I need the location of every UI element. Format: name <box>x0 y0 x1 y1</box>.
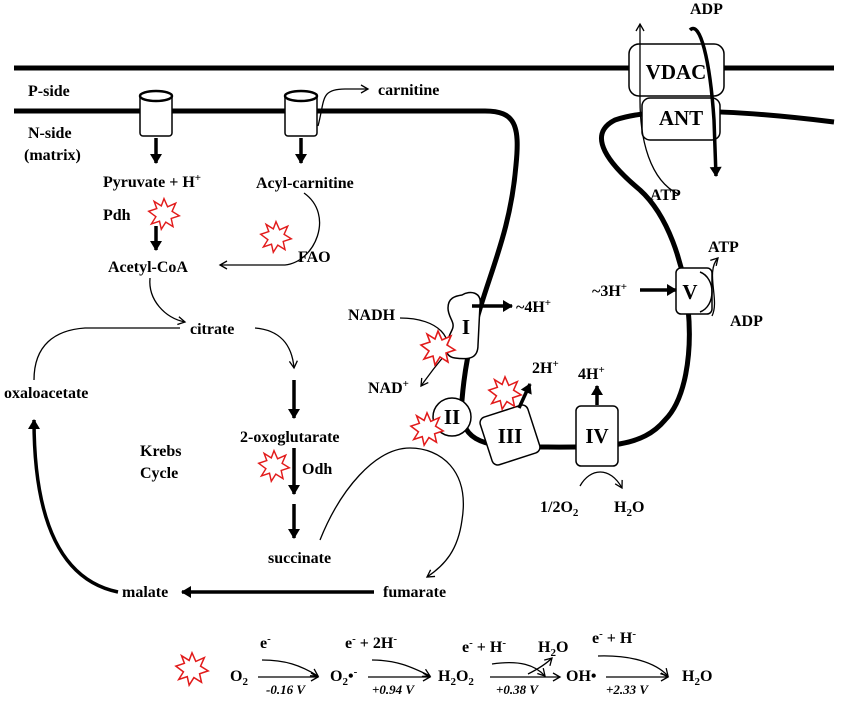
ros-superoxide: O2•- <box>330 666 358 688</box>
ros-v3: +0.38 V <box>496 682 539 697</box>
atp-v-label: ATP <box>708 239 739 256</box>
fao-ros-burst-icon <box>259 220 293 254</box>
inner-membrane <box>14 108 835 450</box>
ros-h2o-mid: H2O <box>538 639 568 659</box>
fumarate-label: fumarate <box>383 584 446 601</box>
half-o2-label: 1/2O2 <box>540 499 579 519</box>
odh-ros-burst-icon <box>257 449 291 483</box>
complex-II <box>432 397 472 437</box>
complex-V-protons: ~3H+ <box>592 281 627 300</box>
ros-e1: e- <box>260 633 271 652</box>
ros-chain-burst-icon <box>175 652 209 686</box>
succinate-label: succinate <box>268 550 331 567</box>
odh-label: Odh <box>302 461 332 478</box>
ros-v2: +0.94 V <box>372 682 415 697</box>
cycle-label: Cycle <box>140 465 178 482</box>
ros-e4: e- + H- <box>592 628 636 647</box>
ros-v1: -0.16 V <box>266 682 306 697</box>
pyruvate-label: Pyruvate + H+ <box>103 172 201 191</box>
complex-III-protons: 2H+ <box>532 358 559 377</box>
complex-V-label: V <box>682 280 697 304</box>
fao-label: FAO <box>298 249 331 266</box>
carnitine-channel <box>283 84 370 164</box>
ant-label: ANT <box>659 106 703 130</box>
complex-III-ros-burst-icon <box>488 376 522 410</box>
ros-e3: e- + H- <box>462 637 506 656</box>
pdh-ros-burst-icon <box>147 197 181 231</box>
vdac-label: VDAC <box>646 60 707 84</box>
vdac <box>628 43 725 97</box>
citrate-label: citrate <box>190 321 234 338</box>
p-side-label: P-side <box>28 83 70 100</box>
complex-II-ros-burst-icon <box>410 412 444 446</box>
complex-I-protons: ~4H+ <box>516 297 551 316</box>
adp-v-label: ADP <box>730 313 763 330</box>
ros-oh: OH• <box>566 668 597 685</box>
nad-label: NAD+ <box>368 378 409 397</box>
ros-v4: +2.33 V <box>606 682 649 697</box>
oxaloacetate-label: oxaloacetate <box>4 385 88 402</box>
pdh-label: Pdh <box>103 207 131 224</box>
adp-top-label: ADP <box>690 1 723 18</box>
ros-h2o2: H2O2 <box>438 668 474 688</box>
complex-I-label: I <box>462 315 470 339</box>
oxoglutarate-label: 2-oxoglutarate <box>240 429 340 446</box>
complex-IV <box>575 405 619 467</box>
complex-I-ros-burst-icon <box>420 330 456 366</box>
ros-h2o-end: H2O <box>682 668 712 688</box>
ros-o2: O2 <box>230 668 248 688</box>
ant <box>641 97 721 141</box>
krebs-label: Krebs <box>140 443 181 460</box>
carnitine-label: carnitine <box>378 82 439 99</box>
acetyl-coa-label: Acetyl-CoA <box>108 259 188 276</box>
nadh-label: NADH <box>348 307 396 324</box>
malate-label: malate <box>122 584 168 601</box>
complex-III <box>479 404 541 466</box>
atp-mid-label: ATP <box>650 187 681 204</box>
complex-III-label: III <box>498 424 523 448</box>
matrix-label: (matrix) <box>24 147 81 164</box>
complex-IV-protons: 4H+ <box>578 364 605 383</box>
complex-IV-label: IV <box>585 424 608 448</box>
ros-e2: e- + 2H- <box>345 633 397 652</box>
n-side-label: N-side <box>28 125 72 142</box>
ros-chain: O2 e- -0.16 V O2•- e- + 2H- +0.94 V H2O2… <box>175 628 712 697</box>
h2o-iv-label: H2O <box>614 499 644 519</box>
complex-II-label: II <box>444 405 460 429</box>
acyl-carnitine-label: Acyl-carnitine <box>256 175 354 192</box>
pyruvate-channel <box>138 89 174 164</box>
